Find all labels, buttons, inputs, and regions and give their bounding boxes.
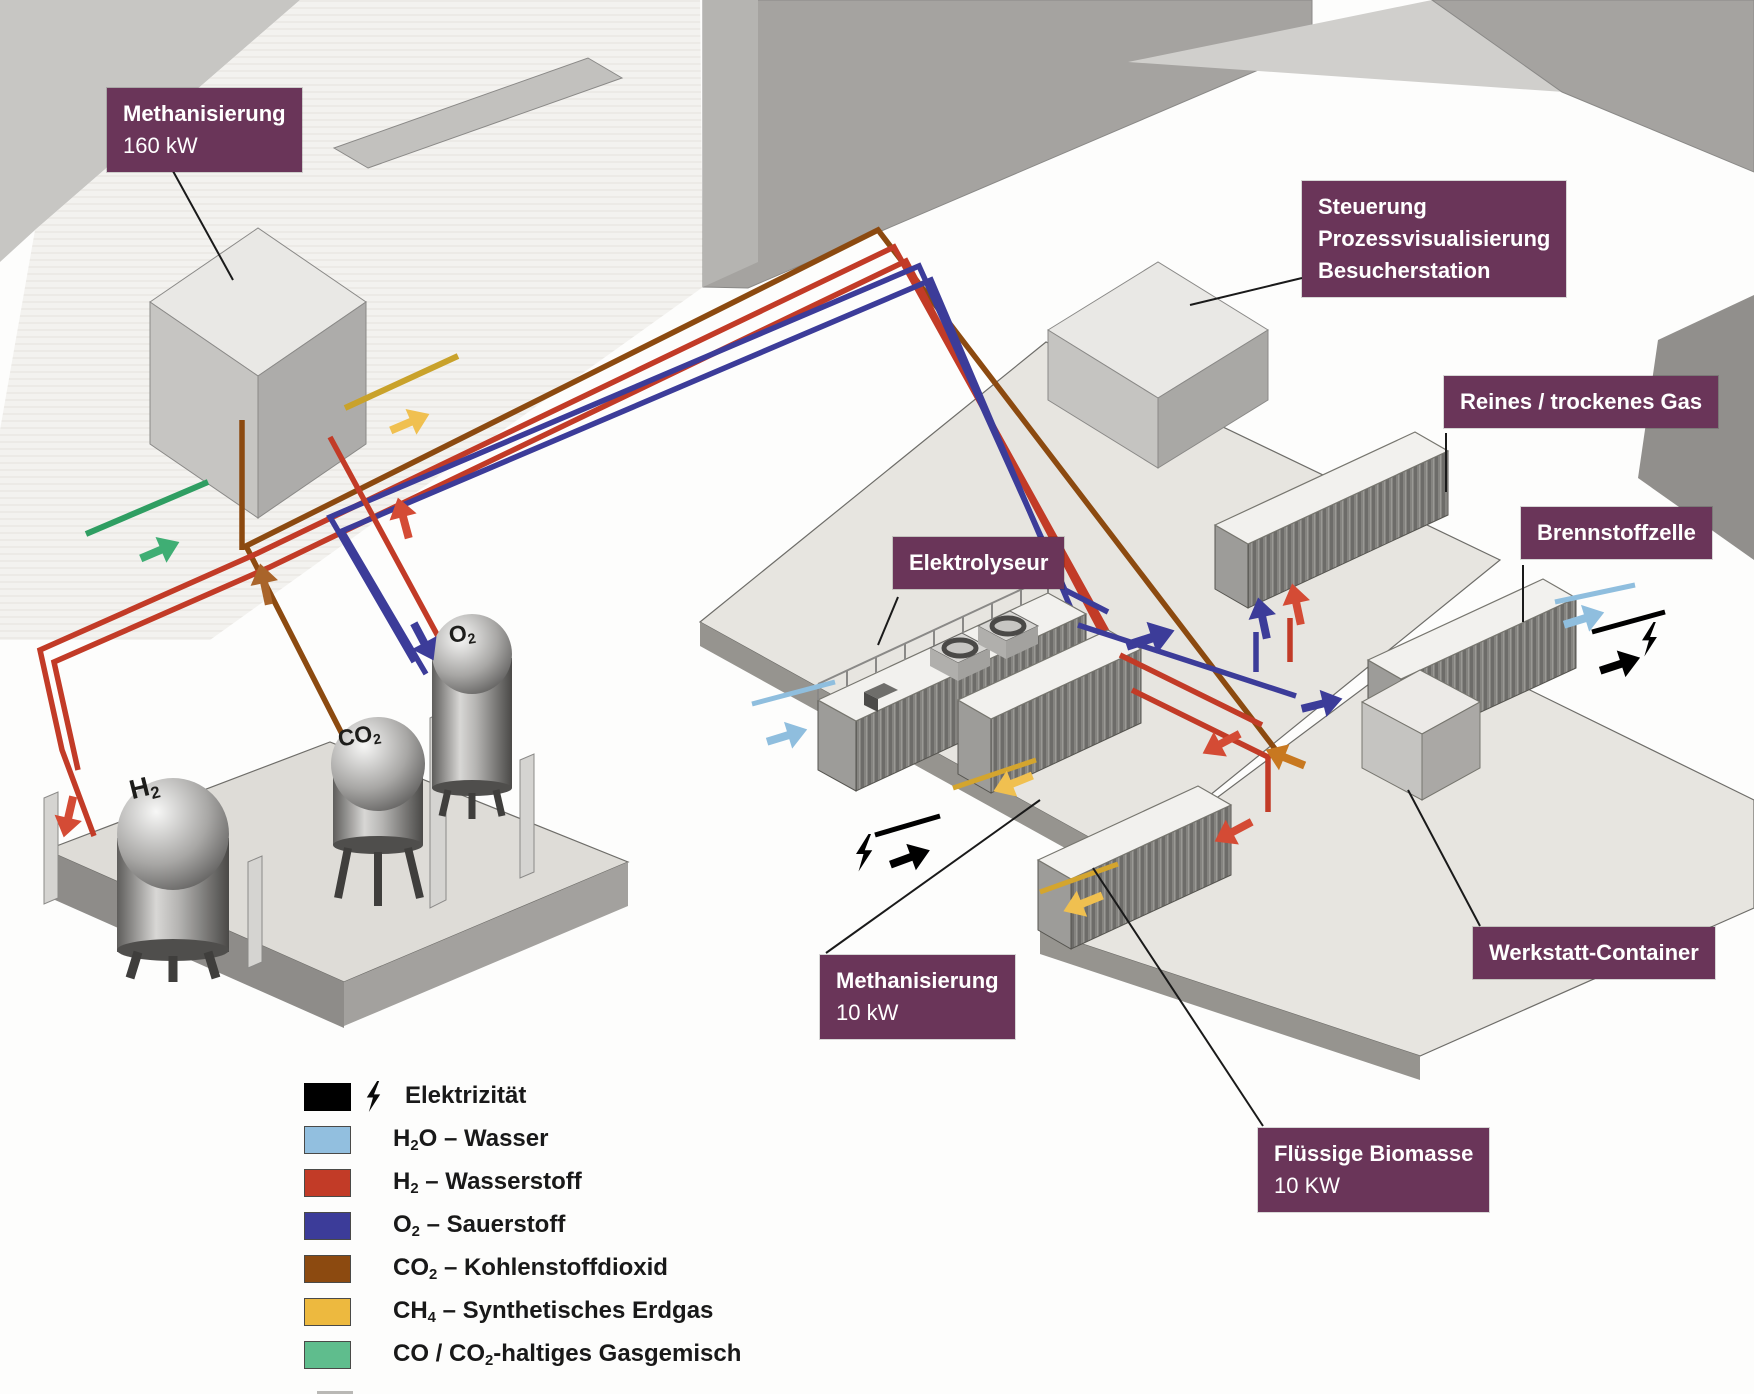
roof-fan-1 (928, 632, 992, 681)
reines-gas-container (1213, 431, 1450, 609)
o2-tank-label: O2 (446, 619, 478, 649)
label-line: Besucherstation (1318, 257, 1491, 283)
label-elektrolyseur: Elektrolyseur (893, 537, 1065, 589)
legend-item-h2o: H2O – Wasser (304, 1125, 741, 1155)
label-line: Reines / trockenes Gas (1460, 389, 1703, 414)
methanisierung10-container (956, 629, 1143, 794)
pipes-branches (751, 582, 1666, 895)
swatch-co-mix (304, 1341, 351, 1369)
label-title: Flüssige Biomasse (1274, 1141, 1474, 1166)
legend-label: H2 – Wasserstoff (393, 1168, 582, 1198)
swatch-h2o (304, 1126, 351, 1154)
roof-fan-2 (976, 610, 1040, 659)
label-line: Steuerung (1318, 194, 1427, 219)
legend-item-co-mix: CO / CO2-haltiges Gasgemisch (304, 1340, 742, 1370)
lightning-icon (363, 1081, 389, 1113)
lightning-icon (856, 834, 873, 872)
h2o-arrow-elektrolyseur (762, 716, 812, 756)
label-line: Brennstoffzelle (1537, 520, 1696, 545)
label-werkstatt-container: Werkstatt-Container (1473, 927, 1715, 979)
legend-label: CH4 – Synthetisches Erdgas (393, 1297, 714, 1327)
legend-item-co2: CO2 – Kohlenstoffdioxid (304, 1254, 741, 1284)
legend-label: Elektrizität (405, 1082, 527, 1110)
electricity-arrow-right (1595, 644, 1645, 684)
leader-lines (167, 161, 1524, 1127)
steuerung-building (1047, 261, 1269, 469)
label-brennstoffzelle: Brennstoffzelle (1521, 507, 1712, 559)
legend-label: O2 – Sauerstoff (393, 1211, 566, 1241)
label-methanisierung-160: Methanisierung 160 kW (107, 88, 302, 172)
label-reines-gas: Reines / trockenes Gas (1444, 376, 1719, 428)
swatch-electricity (304, 1083, 351, 1111)
label-title: Methanisierung (836, 968, 999, 993)
legend-label: H2O – Wasser (393, 1125, 549, 1155)
legend-item-ch4: CH4 – Synthetisches Erdgas (304, 1297, 741, 1327)
legend-item-h2: H2 – Wasserstoff (304, 1168, 741, 1198)
label-methanisierung-10: Methanisierung 10 kW (820, 955, 1015, 1039)
tank-area (43, 614, 535, 982)
label-line: Elektrolyseur (909, 550, 1049, 575)
swatch-ch4 (304, 1298, 351, 1326)
swatch-o2 (304, 1212, 351, 1240)
lightning-icon (1642, 622, 1657, 657)
pipes-main (36, 226, 1285, 837)
legend-label: CO2 – Kohlenstoffdioxid (393, 1254, 668, 1284)
cropped-legend-row (317, 1391, 353, 1394)
co2-tank (331, 717, 425, 906)
label-title: Methanisierung (123, 101, 286, 126)
swatch-co2 (304, 1255, 351, 1283)
label-line: Prozessvisualisierung (1318, 225, 1551, 251)
electricity-arrow-elektrolyseur (885, 837, 935, 878)
label-steuerung: Steuerung Prozessvisualisierung Besucher… (1302, 181, 1567, 297)
legend: Elektrizität H2O – Wasser H2 – Wassersto… (304, 1081, 742, 1384)
legend-item-electricity: Elektrizität (304, 1081, 741, 1113)
label-value: 160 kW (123, 132, 198, 158)
h2-tank (117, 778, 229, 982)
label-biomasse: Flüssige Biomasse 10 KW (1258, 1128, 1490, 1212)
swatch-h2 (304, 1169, 351, 1197)
werkstatt-cube (1360, 669, 1482, 801)
legend-item-o2: O2 – Sauerstoff (304, 1211, 741, 1241)
legend-label: CO / CO2-haltiges Gasgemisch (393, 1340, 742, 1370)
methanisierung160-building (149, 227, 367, 519)
label-line: Werkstatt-Container (1489, 940, 1699, 965)
label-value: 10 kW (836, 999, 899, 1025)
o2-tank (432, 614, 512, 819)
label-value: 10 KW (1274, 1172, 1341, 1198)
